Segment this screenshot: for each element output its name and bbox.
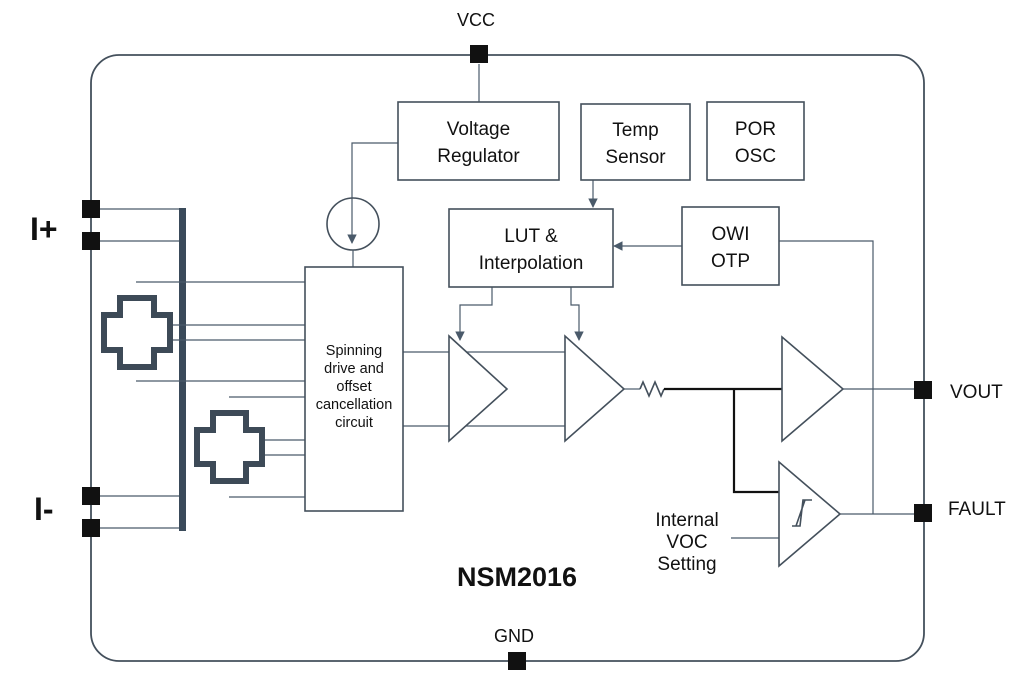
i-plus-pin-2 [82, 232, 100, 250]
chip-outline [90, 54, 925, 662]
amplifier-2 [564, 334, 626, 443]
voltage-regulator-label-1: Voltage [447, 119, 510, 140]
internal-voc-label-3: Setting [657, 554, 716, 575]
i-plus-pin-1 [82, 200, 100, 218]
vout-pin [914, 381, 932, 399]
lut-label-1: LUT & [504, 226, 558, 247]
voltage-regulator-block [397, 101, 560, 181]
current-conductor-bar [179, 208, 186, 531]
chip-name: NSM2016 [457, 562, 577, 592]
lut-interpolation-block [448, 208, 614, 288]
fault-pin [914, 504, 932, 522]
hall-element-2 [194, 410, 265, 484]
current-source-icon [326, 197, 380, 251]
resistor-icon [639, 379, 665, 399]
spinning-drive-block [304, 266, 404, 512]
hysteresis-icon [792, 499, 812, 527]
i-minus-pin-1 [82, 487, 100, 505]
gnd-pin [508, 652, 526, 670]
por-osc-label-2: OSC [735, 146, 776, 167]
output-buffer [781, 335, 845, 443]
vout-label: VOUT [950, 382, 1003, 403]
amplifier-1 [448, 334, 509, 443]
voltage-regulator-label-2: Regulator [437, 146, 520, 167]
spinning-label-2: drive and [324, 361, 384, 377]
i-minus-label: I- [34, 491, 54, 527]
spinning-label-4: cancellation [316, 397, 393, 413]
por-osc-block [706, 101, 805, 181]
fault-label: FAULT [948, 499, 1006, 520]
spinning-label-1: Spinning [326, 343, 382, 359]
fault-comparator [778, 460, 842, 568]
temp-sensor-block [580, 103, 691, 181]
internal-voc-label-1: Internal [655, 510, 718, 531]
por-osc-label-1: POR [735, 119, 776, 140]
spinning-label-3: offset [336, 379, 371, 395]
owi-otp-block [681, 206, 780, 286]
internal-voc-label-2: VOC [666, 532, 707, 553]
gnd-label: GND [494, 626, 534, 646]
hall-element-1 [101, 295, 173, 370]
owi-otp-label-2: OTP [711, 251, 750, 272]
i-plus-label: I+ [30, 211, 58, 247]
vcc-pin [470, 45, 488, 63]
lut-label-2: Interpolation [479, 253, 584, 274]
spinning-label-5: circuit [335, 415, 373, 431]
vcc-label: VCC [457, 10, 495, 30]
owi-otp-label-1: OWI [712, 224, 750, 245]
temp-sensor-label-2: Sensor [605, 147, 666, 168]
temp-sensor-label-1: Temp [612, 120, 658, 141]
i-minus-pin-2 [82, 519, 100, 537]
